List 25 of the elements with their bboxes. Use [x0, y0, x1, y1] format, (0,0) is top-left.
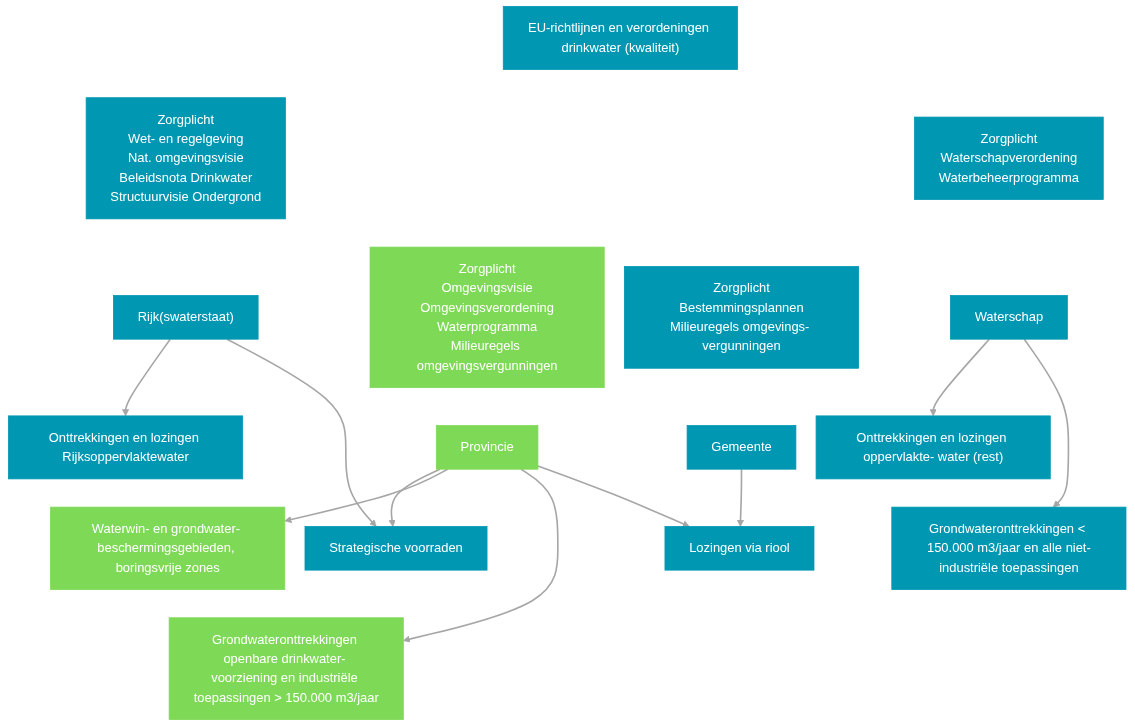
arrow: [226, 338, 377, 527]
node-box: EU-richtlijnen en verordeningen drinkwater (kwaliteit): [503, 6, 739, 70]
arrow: [737, 468, 745, 527]
node-box: Strategische voorraden: [304, 526, 488, 571]
node-box: Grondwateronttrekkingen openbare drinkwater- voorziening en industriële toepassingen > 150.000 m3/jaar: [169, 617, 404, 720]
node-box: Waterwin- en grondwater- beschermingsgebieden, boringsvrije zones: [50, 506, 286, 590]
arrow: [1023, 338, 1070, 508]
node-box: Zorgplicht Waterschapverordening Waterbeheerprogramma: [914, 116, 1104, 200]
node-box: Gemeente: [686, 425, 797, 470]
node-box: Lozingen via riool: [664, 526, 815, 571]
arrow: [284, 468, 449, 523]
arrow: [537, 465, 690, 528]
arrow: [403, 468, 559, 643]
node-box: Zorgplicht Wet- en regelgeving Nat. omgevingsvisie Beleidsnota Drinkwater Structuurvisie Ondergrond: [86, 97, 287, 220]
node-box: Onttrekkingen en lozingen oppervlakte- water (rest): [815, 415, 1051, 480]
arrow: [388, 468, 441, 527]
node-box: Zorgplicht Omgevingsvisie Omgevingsverordening Waterprogramma Milieuregels omgevingsvergunningen: [369, 246, 605, 389]
node-box: Zorgplicht Bestemmingsplannen Milieuregels omgevings- vergunningen: [624, 266, 860, 369]
node-box: Grondwateronttrekkingen < 150.000 m3/jaar en alle niet-industriële toepassingen: [891, 506, 1127, 590]
node-box: Waterschap: [950, 295, 1068, 340]
arrow: [122, 338, 172, 417]
node-box: Onttrekkingen en lozingen Rijksoppervlaktewater: [8, 415, 244, 480]
node-box: Rijk(swaterstaat): [113, 295, 259, 340]
node-box: Provincie: [436, 425, 539, 470]
arrow: [929, 338, 991, 417]
